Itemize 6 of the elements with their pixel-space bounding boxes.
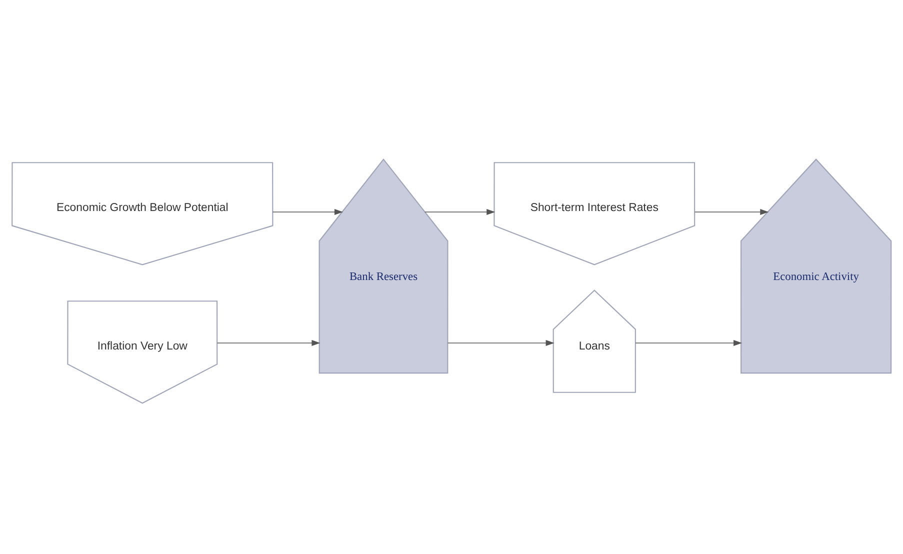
arrow [424, 208, 496, 214]
arrow [448, 340, 554, 346]
arrow [217, 340, 320, 346]
arrow [694, 208, 769, 214]
arrow [635, 340, 742, 346]
arrow [272, 208, 344, 214]
